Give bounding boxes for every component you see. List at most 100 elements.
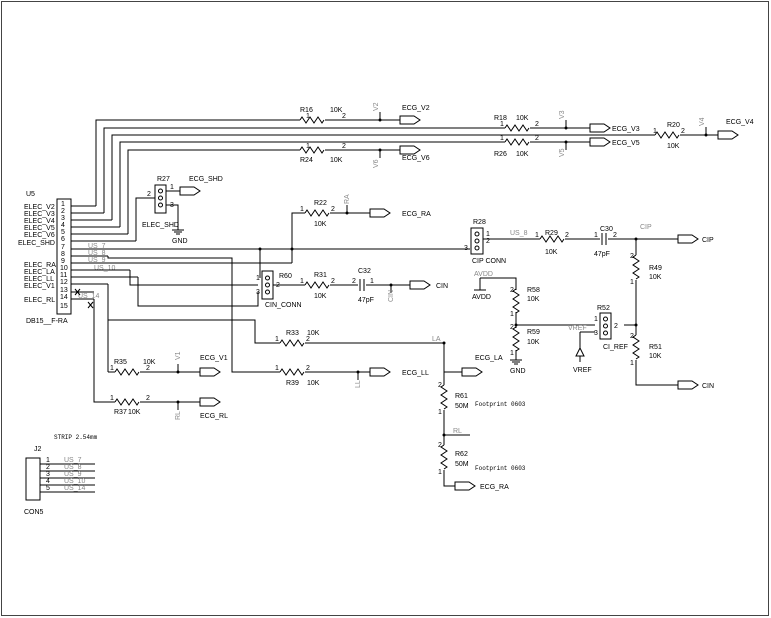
svg-text:LA: LA xyxy=(432,336,441,343)
u5-pin: 15 xyxy=(60,303,68,310)
net-flag-ecg-shd[interactable]: ECG_SHD xyxy=(179,176,223,196)
net-flag-ecg-ra-bottom[interactable]: ECG_RA xyxy=(454,481,509,491)
r49-value: 10K xyxy=(649,274,662,281)
svg-text:CIN: CIN xyxy=(388,290,395,302)
resistor-r37[interactable]: R37 10K 1 2 xyxy=(110,395,150,416)
header-r52[interactable]: R52 CI_REF 1 2 3 xyxy=(594,305,628,351)
svg-text:1: 1 xyxy=(300,206,304,213)
resistor-r39[interactable]: R39 10K 1 2 xyxy=(275,365,320,387)
resistor-r35[interactable]: R35 10K 1 2 xyxy=(110,359,156,376)
u5-pin: 9 xyxy=(61,258,65,265)
resistor-r24[interactable]: R24 10K 1 2 xyxy=(299,143,346,164)
r39-value: 10K xyxy=(307,380,320,387)
resistor-r22[interactable]: R22 10K 1 2 xyxy=(300,200,335,228)
u5-signal: ELEC_V6 xyxy=(24,232,55,239)
svg-text:US_9: US_9 xyxy=(64,471,82,478)
resistor-r61[interactable]: R61 50M Footprint 0603 2 1 xyxy=(438,382,526,416)
net-flag-cin-right[interactable]: CIN xyxy=(677,380,714,390)
svg-text:3: 3 xyxy=(256,289,260,296)
svg-text:2: 2 xyxy=(46,464,50,471)
svg-text:3: 3 xyxy=(170,202,174,209)
r52-ref: R52 xyxy=(597,305,610,312)
svg-text:ECG_RA: ECG_RA xyxy=(402,211,431,218)
svg-text:VREF: VREF xyxy=(568,325,587,332)
header-r60[interactable]: R60 CIN_CONN 1 2 3 xyxy=(256,270,302,309)
capacitor-c32[interactable]: C32 47pF 2 1 xyxy=(352,268,374,304)
resistor-r20[interactable]: R20 10K 1 2 xyxy=(653,122,685,150)
u5-connector[interactable]: U5 DB15__F-RA 1 2 3 4 5 6 7 8 9 10 11 12… xyxy=(18,191,292,325)
r39-ref: R39 xyxy=(286,380,299,387)
net-flag-ecg-v2[interactable]: ECG_V2 xyxy=(399,105,430,125)
svg-text:2: 2 xyxy=(342,113,346,120)
r62-value: 50M xyxy=(455,461,469,468)
u5-pin: 8 xyxy=(61,251,65,258)
r61-ref: R61 xyxy=(455,393,468,400)
resistor-r51[interactable]: R51 10K 2 1 xyxy=(630,333,662,367)
u5-net: US_14 xyxy=(78,293,100,300)
svg-text:1: 1 xyxy=(110,395,114,402)
net-flag-ecg-la[interactable]: ECG_LA xyxy=(461,355,503,377)
net-tag-vertical: V2 V3 V4 V5 V6 RA CIN LL V1 RL xyxy=(175,102,706,420)
svg-text:2: 2 xyxy=(510,287,514,294)
svg-text:1: 1 xyxy=(256,275,260,282)
r35-ref: R35 xyxy=(114,359,127,366)
r59-value: 10K xyxy=(527,339,540,346)
u5-net: US_9 xyxy=(88,257,106,264)
net-flag-ecg-v3[interactable]: ECG_V3 xyxy=(589,123,640,133)
u5-signal: ELEC_V1 xyxy=(24,283,55,290)
r28-name: CIP CONN xyxy=(472,258,506,265)
header-r28[interactable]: R28 CIP CONN 1 2 3 xyxy=(464,219,506,265)
connector-j2[interactable]: STRIP 2.54mm J2 CON5 1 2 3 4 5 US_7 US_8… xyxy=(24,434,98,516)
resistor-r18[interactable]: R18 10K 1 2 xyxy=(494,115,539,132)
svg-text:V4: V4 xyxy=(699,117,706,126)
net-flag-ecg-v4[interactable]: ECG_V4 xyxy=(717,119,754,140)
svg-text:1: 1 xyxy=(630,279,634,286)
r26-ref: R26 xyxy=(494,151,507,158)
gnd-symbol: GND xyxy=(171,229,188,245)
resistor-r59[interactable]: R59 10K 2 1 xyxy=(510,324,540,357)
resistor-r31[interactable]: R31 10K 1 2 xyxy=(300,272,335,300)
svg-text:US_8: US_8 xyxy=(64,464,82,471)
net-flag-ecg-rl[interactable]: ECG_RL xyxy=(199,397,228,420)
r37-ref: R37 xyxy=(114,409,127,416)
svg-text:1: 1 xyxy=(594,232,598,239)
svg-text:ECG_RA: ECG_RA xyxy=(480,484,509,491)
r18-value: 10K xyxy=(516,115,529,122)
r29-ref: R29 xyxy=(545,230,558,237)
net-flag-cip[interactable]: CIP xyxy=(677,234,714,244)
resistor-r29[interactable]: R29 10K 1 2 xyxy=(535,230,569,256)
resistor-r33[interactable]: R33 10K 1 2 xyxy=(275,330,320,347)
svg-text:3: 3 xyxy=(464,245,468,252)
resistor-r62[interactable]: R62 50M Footprint 0603 2 1 xyxy=(438,442,526,476)
svg-text:US_7: US_7 xyxy=(64,457,82,464)
capacitor-c30[interactable]: C30 47pF 1 2 xyxy=(594,226,617,258)
svg-text:2: 2 xyxy=(331,206,335,213)
svg-text:2: 2 xyxy=(486,238,490,245)
resistor-r49[interactable]: R49 10K 2 1 xyxy=(630,253,662,286)
net-flag-cin[interactable]: CIN xyxy=(409,280,448,290)
net-flag-ecg-ra[interactable]: ECG_RA xyxy=(369,208,431,218)
svg-text:CIP: CIP xyxy=(702,237,714,244)
net-flag-ecg-ll[interactable]: ECG_LL xyxy=(369,367,429,377)
u5-signal: ELEC_LL xyxy=(24,276,54,283)
svg-text:ECG_V6: ECG_V6 xyxy=(402,155,430,162)
header-r27[interactable]: R27 ELEC_SHD 1 2 3 xyxy=(142,176,179,229)
r16-value: 10K xyxy=(330,107,343,114)
c32-ref: C32 xyxy=(358,268,371,275)
net-flag-ecg-v5[interactable]: ECG_V5 xyxy=(589,137,640,147)
resistor-r58[interactable]: R58 10K 2 1 xyxy=(510,287,540,318)
j2-ref: J2 xyxy=(34,446,42,453)
net-flag-ecg-v6[interactable]: ECG_V6 xyxy=(399,145,430,162)
svg-text:RL: RL xyxy=(175,411,182,420)
r51-value: 10K xyxy=(649,353,662,360)
r60-ref: R60 xyxy=(279,273,292,280)
u5-signal: ELEC_V4 xyxy=(24,218,55,225)
u5-net: US_7 xyxy=(88,243,106,250)
resistor-r26[interactable]: R26 10K 1 2 xyxy=(494,135,539,158)
vref-symbol: VREF xyxy=(573,346,592,374)
net-flag-ecg-v1[interactable]: ECG_V1 xyxy=(199,355,228,377)
r52-name: CI_REF xyxy=(603,344,628,351)
r20-ref: R20 xyxy=(667,122,680,129)
resistor-r16[interactable]: R16 10K 1 2 xyxy=(299,107,346,124)
